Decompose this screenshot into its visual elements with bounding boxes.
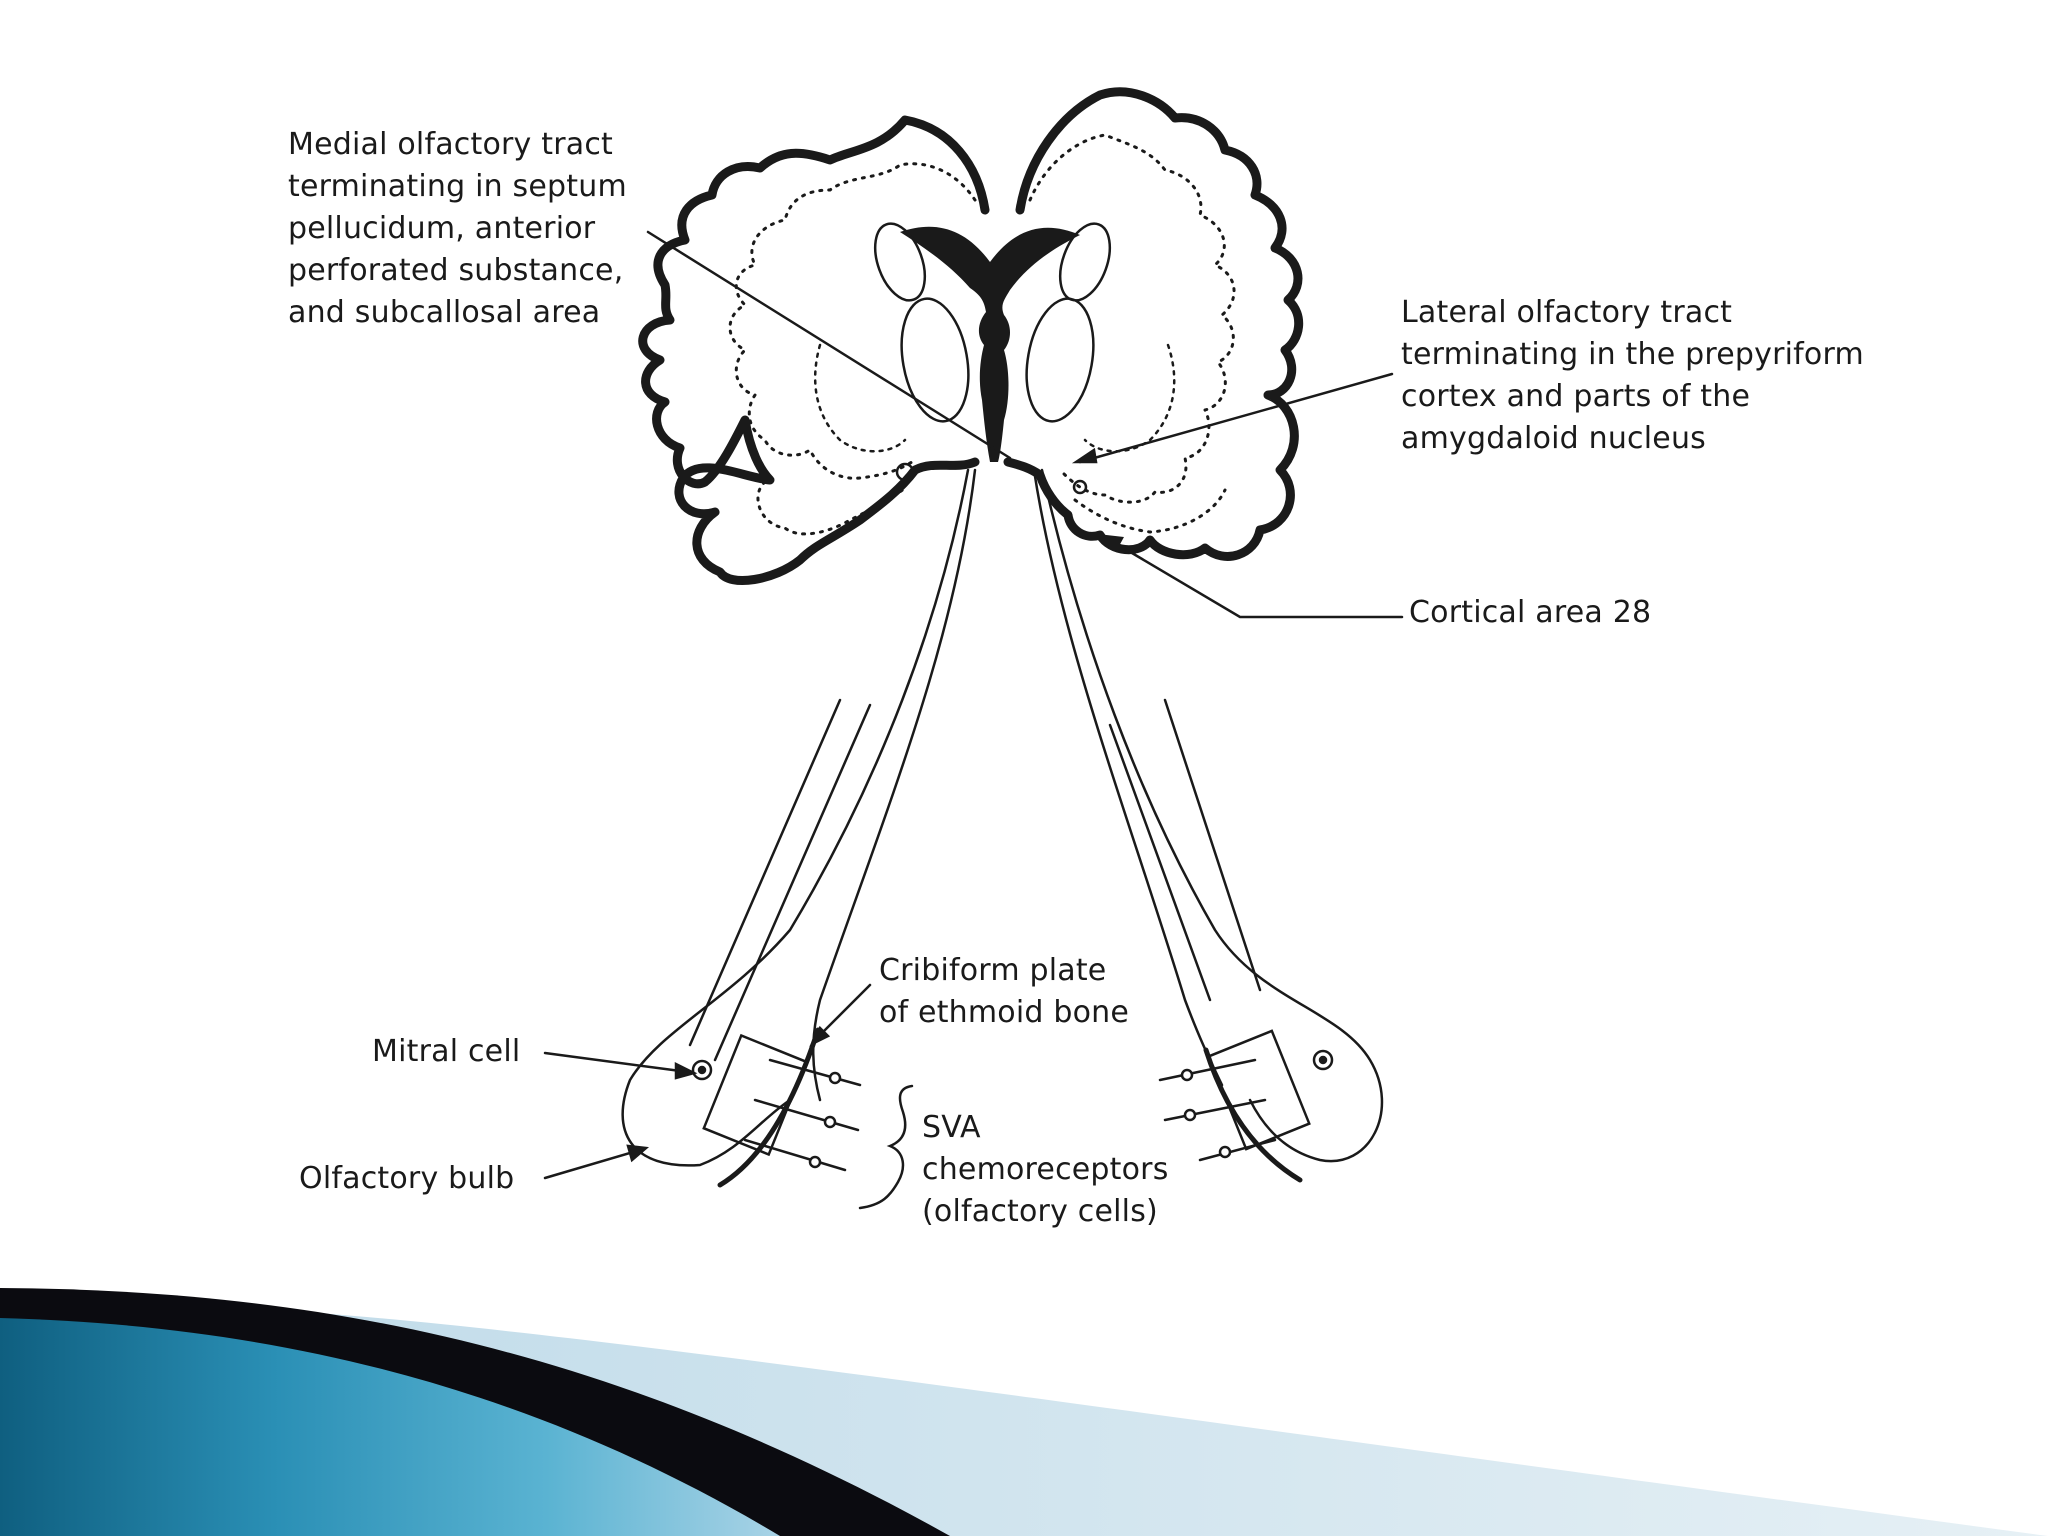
label-line: Cribiform plate xyxy=(879,953,1107,988)
slide-banner xyxy=(0,1288,2048,1536)
label-line: chemoreceptors xyxy=(922,1152,1169,1187)
left-hemisphere-outline xyxy=(638,115,990,585)
bulb-arrowhead xyxy=(626,1144,649,1163)
right-inner-lobe xyxy=(1073,488,1227,534)
right-nasal-wall-a xyxy=(1108,723,1212,1002)
left-nasal-wall-a xyxy=(688,698,842,1047)
left-internal-capsule xyxy=(814,343,907,453)
brain-section xyxy=(638,87,1304,585)
leader-lines xyxy=(543,230,1404,1210)
right-inner-cortex xyxy=(1028,133,1236,504)
label-line: Cortical area 28 xyxy=(1409,595,1652,630)
right-internal-capsule xyxy=(1083,343,1176,453)
label-line: (olfactory cells) xyxy=(922,1194,1158,1229)
right-cribriform-plate xyxy=(1203,1047,1303,1183)
label-line: SVA xyxy=(922,1110,981,1145)
right-mitral-cell xyxy=(1312,1049,1334,1071)
lateral-arrowhead xyxy=(1071,447,1098,464)
cribriform-plate-label: Cribiform plate of ethmoid bone xyxy=(879,950,1129,1034)
olfactory-bulb-label: Olfactory bulb xyxy=(299,1158,514,1200)
label-line: terminating in the prepyriform xyxy=(1401,337,1864,372)
label-line: pellucidum, anterior xyxy=(288,211,596,246)
mitral-cell-label: Mitral cell xyxy=(372,1031,520,1073)
sva-chemoreceptors-label: SVA chemoreceptors (olfactory cells) xyxy=(922,1107,1169,1233)
bulb-pointer xyxy=(543,1148,642,1180)
left-cribriform-plate xyxy=(717,1027,821,1188)
left-putamen xyxy=(900,297,970,423)
right-bulb-box xyxy=(1207,1029,1311,1151)
left-bulb-box xyxy=(702,1033,808,1157)
left-nasal-wall-b xyxy=(713,703,872,1062)
right-hemisphere-outline xyxy=(1003,87,1304,561)
label-line: Medial olfactory tract xyxy=(288,127,613,162)
lateral-pointer xyxy=(1078,372,1394,464)
ventricles xyxy=(900,226,1080,462)
olfactory-tracts xyxy=(621,462,1384,1188)
medial-olfactory-tract-label: Medial olfactory tract terminating in se… xyxy=(288,124,627,334)
cortical-area-label: Cortical area 28 xyxy=(1409,592,1651,634)
cortical-arrowhead xyxy=(1100,534,1124,552)
label-line: Lateral olfactory tract xyxy=(1401,295,1733,330)
left-caudate xyxy=(873,222,927,302)
right-nasal-wall-b xyxy=(1163,698,1262,992)
left-tract-inner xyxy=(811,468,977,1102)
label-line: Olfactory bulb xyxy=(299,1161,515,1196)
left-inner-lobe xyxy=(756,480,907,536)
banner-blue-band xyxy=(0,1318,780,1536)
label-line: and subcallosal area xyxy=(288,295,601,330)
right-tract-outer xyxy=(1040,468,1384,1163)
medial-pointer xyxy=(646,230,1012,460)
label-line: cortex and parts of the xyxy=(1401,379,1751,414)
sva-brace xyxy=(858,1084,914,1210)
label-line: Mitral cell xyxy=(372,1034,521,1069)
label-line: amygdaloid nucleus xyxy=(1401,421,1706,456)
right-putamen xyxy=(1025,297,1095,423)
mitral-pointer xyxy=(543,1051,690,1074)
left-tract-outer xyxy=(621,468,970,1167)
label-line: of ethmoid bone xyxy=(879,995,1130,1030)
right-tract-inner xyxy=(1032,468,1224,1087)
left-inner-cortex xyxy=(728,162,977,480)
left-mitral-cell xyxy=(691,1059,713,1081)
cortical-pointer xyxy=(1108,538,1404,619)
label-line: perforated substance, xyxy=(288,253,624,288)
lateral-olfactory-tract-label: Lateral olfactory tract terminating in t… xyxy=(1401,292,1864,460)
label-line: terminating in septum xyxy=(288,169,627,204)
mitral-arrowhead xyxy=(674,1061,698,1080)
cribriform-arrowhead xyxy=(809,1025,831,1047)
